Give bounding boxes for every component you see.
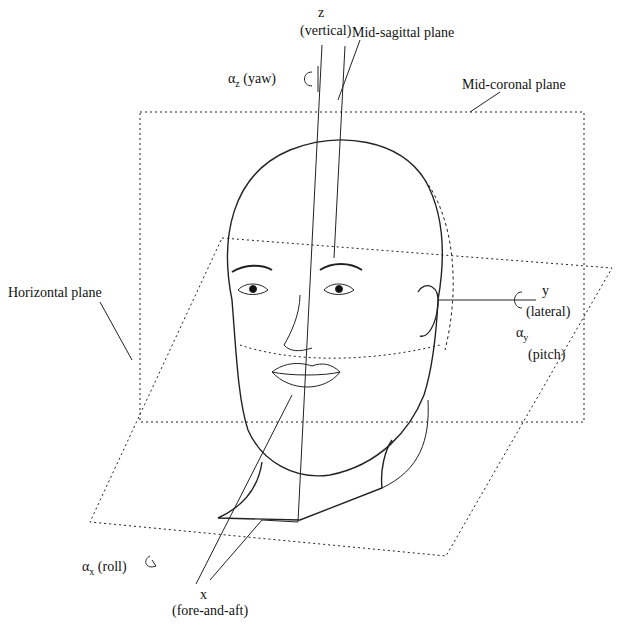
pupil bbox=[336, 286, 343, 293]
x-axis bbox=[196, 395, 292, 584]
roll-symbol bbox=[146, 556, 156, 567]
rotation-label: αy bbox=[516, 326, 528, 340]
z-axis bbox=[298, 45, 322, 522]
head-back bbox=[425, 180, 453, 350]
eyebrow bbox=[232, 266, 272, 272]
head-outline bbox=[228, 140, 443, 476]
axis-description: (fore-and-aft) bbox=[172, 604, 248, 618]
plane-name: Mid-sagittal plane bbox=[352, 26, 454, 40]
leader-line bbox=[338, 40, 360, 100]
pitch-symbol bbox=[515, 292, 523, 308]
sagittal-edge bbox=[334, 46, 345, 258]
eye bbox=[324, 284, 354, 295]
pupil bbox=[250, 286, 257, 293]
coronal-plane bbox=[140, 112, 584, 422]
y-axis bbox=[438, 300, 536, 301]
rotation-label: αx (roll) bbox=[82, 560, 127, 574]
plane-intersection bbox=[240, 345, 440, 358]
eyebrow bbox=[320, 264, 362, 270]
horizontal-plane bbox=[90, 238, 612, 556]
leader-line bbox=[100, 302, 132, 360]
nose bbox=[284, 295, 312, 351]
axis-name: y bbox=[542, 284, 549, 298]
lips bbox=[272, 372, 340, 387]
rotation-description: (pitch) bbox=[528, 348, 565, 362]
axis-description: (vertical) bbox=[300, 24, 351, 38]
lips bbox=[272, 364, 340, 375]
axis-description: (lateral) bbox=[526, 305, 570, 319]
plane-name: Mid-coronal plane bbox=[462, 78, 566, 92]
eye bbox=[238, 284, 268, 295]
leader-line bbox=[470, 92, 500, 112]
axis-name: z bbox=[318, 6, 324, 20]
neck bbox=[382, 400, 428, 488]
plane-name: Horizontal plane bbox=[8, 286, 102, 300]
sagittal-edge bbox=[210, 520, 262, 580]
rotation-label: αz (yaw) bbox=[228, 72, 276, 86]
yaw-symbol bbox=[305, 66, 319, 92]
neck bbox=[218, 440, 392, 520]
axis-name: x bbox=[200, 588, 207, 602]
ear bbox=[418, 286, 438, 337]
